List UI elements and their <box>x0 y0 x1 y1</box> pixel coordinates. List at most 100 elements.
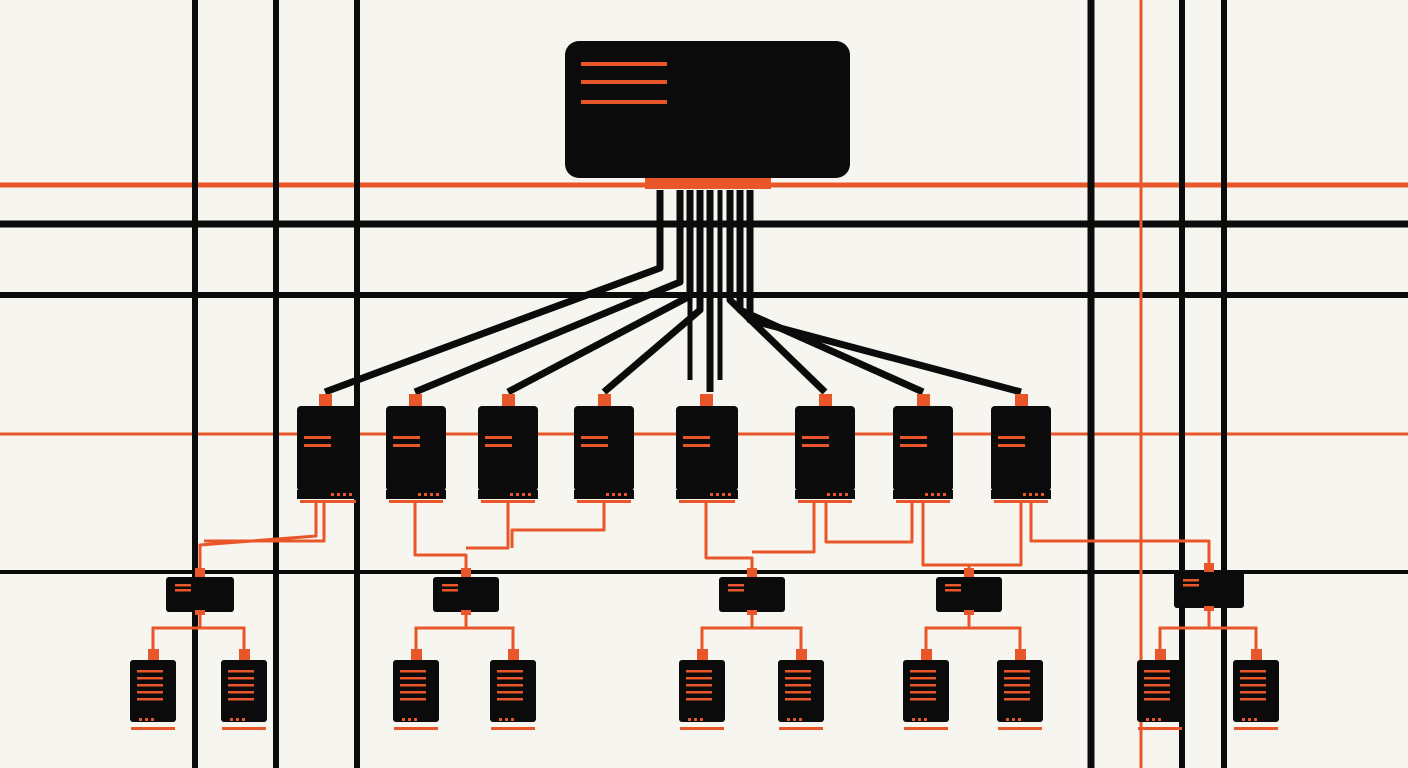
client-led <box>1146 718 1149 721</box>
server-led <box>424 493 427 496</box>
client-indicator <box>910 684 936 687</box>
client-indicator <box>1004 677 1030 680</box>
client-indicator <box>400 691 426 694</box>
client-led <box>408 718 411 721</box>
client-led <box>787 718 790 721</box>
server-led <box>845 493 848 496</box>
client-indicator <box>497 677 523 680</box>
client-indicator <box>910 677 936 680</box>
client-indicator <box>686 684 712 687</box>
server-to-switch-link <box>824 503 914 544</box>
client-indicator <box>1004 691 1030 694</box>
tower-server-icon <box>386 394 446 503</box>
client-led <box>912 718 915 721</box>
server-led <box>1035 493 1038 496</box>
client-indicator <box>137 670 163 673</box>
server-port <box>917 394 930 407</box>
client-indicator <box>400 670 426 673</box>
server-body <box>478 406 538 491</box>
client-indicator <box>1144 684 1170 687</box>
client-led <box>1012 718 1015 721</box>
client-port <box>411 649 422 661</box>
server-port <box>700 394 713 407</box>
client-led <box>924 718 927 721</box>
server-led <box>716 493 719 496</box>
hub-to-server-wire <box>323 190 664 396</box>
client-led <box>1248 718 1251 721</box>
server-indicator <box>683 436 710 439</box>
client-indicator <box>785 677 811 680</box>
switch-indicator <box>1183 584 1199 587</box>
server-led <box>1041 493 1044 496</box>
client-indicator <box>1144 670 1170 673</box>
server-indicator <box>581 436 608 439</box>
server-led <box>337 493 340 496</box>
client-stand <box>491 727 535 730</box>
hub-status-line <box>581 100 667 104</box>
central-hub-server-icon <box>565 41 850 189</box>
tower-server-icon <box>795 394 855 503</box>
server-indicator <box>393 444 420 447</box>
server-led <box>925 493 928 496</box>
client-led <box>505 718 508 721</box>
server-led <box>931 493 934 496</box>
server-led <box>728 493 731 496</box>
server-indicator <box>581 444 608 447</box>
client-led <box>1158 718 1161 721</box>
server-stand <box>798 500 852 503</box>
client-led <box>688 718 691 721</box>
client-indicator <box>1144 698 1170 701</box>
server-indicator <box>485 436 512 439</box>
switch-indicator <box>728 589 744 592</box>
client-port <box>1251 649 1262 661</box>
server-base <box>574 490 634 499</box>
client-stand <box>1234 727 1278 730</box>
server-indicator <box>998 436 1025 439</box>
server-led <box>839 493 842 496</box>
client-indicator <box>137 684 163 687</box>
server-body <box>893 406 953 491</box>
switch-body <box>433 577 499 612</box>
hub-to-server-wire <box>726 190 828 395</box>
client-stand <box>680 727 724 730</box>
switch-out-port <box>1204 606 1214 611</box>
client-port <box>697 649 708 661</box>
server-led <box>418 493 421 496</box>
server-indicator <box>304 444 331 447</box>
client-port <box>148 649 159 661</box>
server-port <box>1015 394 1028 407</box>
client-indicator <box>497 670 523 673</box>
server-led <box>710 493 713 496</box>
client-led <box>694 718 697 721</box>
switch-to-client-link <box>924 612 1022 652</box>
client-server-icon <box>1137 649 1183 730</box>
server-to-switch-link <box>413 503 468 577</box>
server-to-switch-link <box>204 503 326 543</box>
server-led <box>1029 493 1032 496</box>
server-stand <box>300 500 356 503</box>
client-indicator <box>137 698 163 701</box>
switch-to-client-link <box>700 612 803 652</box>
client-indicator <box>228 684 254 687</box>
switch-port <box>195 568 205 578</box>
client-port <box>1015 649 1026 661</box>
client-indicator <box>686 677 712 680</box>
server-led <box>510 493 513 496</box>
client-indicator <box>910 670 936 673</box>
client-server-icon <box>221 649 267 730</box>
server-body <box>795 406 855 491</box>
client-stand <box>131 727 175 730</box>
server-led <box>612 493 615 496</box>
network-nodes <box>130 41 1279 730</box>
server-indicator <box>304 436 331 439</box>
client-port <box>796 649 807 661</box>
tower-server-icon <box>991 394 1051 503</box>
client-server-icon <box>130 649 176 730</box>
client-stand <box>779 727 823 730</box>
client-indicator <box>1240 691 1266 694</box>
server-led <box>833 493 836 496</box>
tower-server-icon <box>478 394 538 503</box>
switch-indicator <box>442 584 458 587</box>
client-stand <box>222 727 266 730</box>
